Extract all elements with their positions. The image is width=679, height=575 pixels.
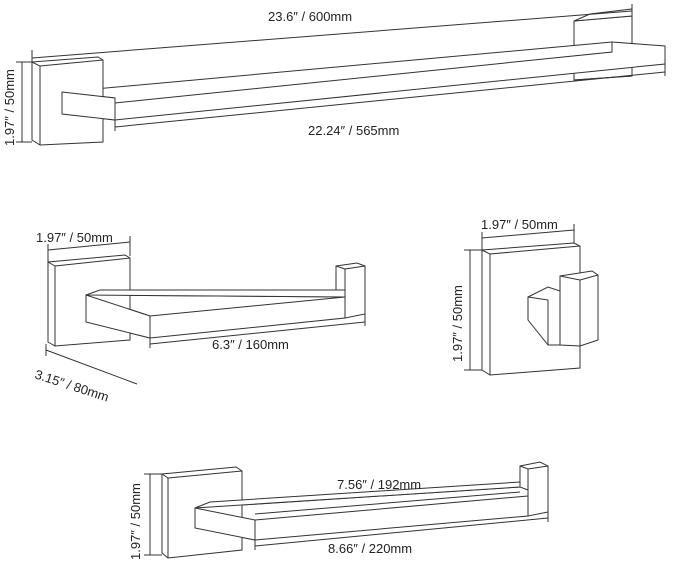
small-inner-label: 7.56″ / 192mm [337,477,421,492]
total-length-label: 23.6″ / 600mm [268,9,352,24]
towel-bar-small: 1.97″ / 50mm 7.56″ / 192mm 8.66″ / 220mm [128,461,549,560]
towel-bar-large: 23.6″ / 600mm 22.24″ / 565mm 1.97″ / 50m… [2,4,666,146]
total-length-dim-line [31,10,633,59]
robe-hook: 1.97″ / 50mm 1.97″ / 50mm [450,217,599,376]
bar-length-label: 22.24″ / 565mm [308,123,399,138]
small-height-label: 1.97″ / 50mm [128,483,143,560]
small-total-label: 8.66″ / 220mm [328,541,412,556]
hook-width-dim-line [481,229,575,239]
plate-height-label: 1.97″ / 50mm [2,69,17,146]
small-total-dim-line [254,517,549,547]
small-inner-dim-line [254,491,521,515]
bar-length-dim-line [114,71,666,128]
hook-block [559,270,599,347]
holder-arm-label: 6.3″ / 160mm [212,337,289,352]
holder-depth-label: 3.15″ / 80mm [33,367,111,405]
holder-width-dim-line [47,241,131,251]
hook-width-label: 1.97″ / 50mm [481,217,558,232]
holder-arm-dim-line [149,321,366,345]
holder-depth-dim-line [45,349,138,385]
holder-width-label: 1.97″ / 50mm [36,230,113,245]
paper-holder: 1.97″ / 50mm 6.3″ / 160mm 3.15″ / 80mm [33,230,366,405]
hook-arm [527,286,561,346]
hook-height-label: 1.97″ / 50mm [450,285,465,362]
